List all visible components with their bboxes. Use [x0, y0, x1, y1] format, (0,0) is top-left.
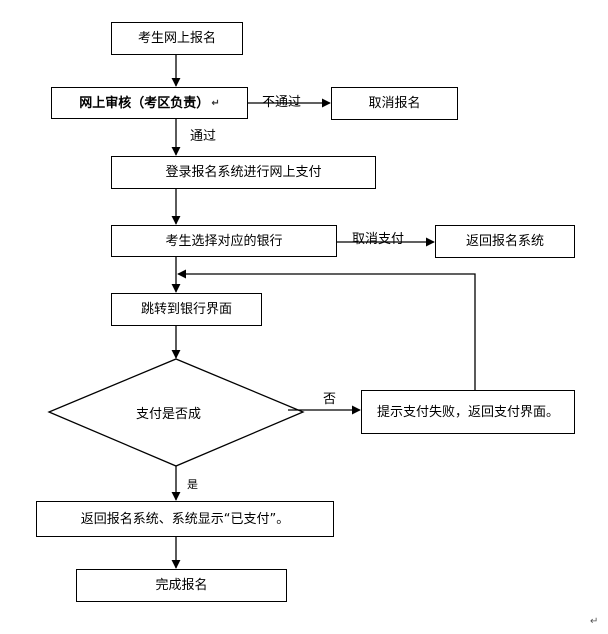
paragraph-mark-page: ↵ [590, 616, 599, 627]
node-pay-fail-label: 提示支付失败，返回支付界面。 [376, 404, 559, 420]
arrow-fail-loop-back [177, 269, 476, 390]
node-login-pay: 登录报名系统进行网上支付 [111, 156, 376, 189]
node-choose-bank-label: 考生选择对应的银行 [165, 233, 283, 249]
node-online-signup: 考生网上报名 [111, 22, 243, 55]
node-review-label: 网上审核（考区负责） [79, 95, 210, 111]
paragraph-mark-review: ↵ [211, 97, 220, 109]
node-pay-fail: 提示支付失败，返回支付界面。 [361, 390, 575, 434]
node-return-system-label: 返回报名系统 [465, 234, 544, 249]
edge-label-yes: 是 [187, 478, 198, 491]
node-choose-bank: 考生选择对应的银行 [111, 225, 337, 257]
node-show-paid-label: 返回报名系统、系统显示“已支付”。 [80, 511, 290, 527]
node-show-paid: 返回报名系统、系统显示“已支付”。 [36, 501, 334, 537]
edge-label-cancel-pay: 取消支付 [352, 232, 405, 247]
edge-label-pass: 通过 [190, 129, 217, 144]
node-done: 完成报名 [76, 569, 287, 602]
node-pay-success-label: 支付是否成 [136, 407, 202, 422]
node-jump-bank: 跳转到银行界面 [111, 293, 262, 326]
edge-label-not-pass: 不通过 [262, 95, 302, 110]
node-return-system: 返回报名系统 [435, 225, 575, 258]
node-cancel-signup-label: 取消报名 [368, 96, 421, 111]
node-login-pay-label: 登录报名系统进行网上支付 [165, 165, 322, 180]
node-online-signup-label: 考生网上报名 [137, 31, 216, 46]
edge-label-no: 否 [323, 392, 337, 407]
node-cancel-signup: 取消报名 [331, 87, 458, 120]
node-jump-bank-label: 跳转到银行界面 [140, 302, 232, 317]
node-done-label: 完成报名 [155, 578, 208, 593]
node-review: 网上审核（考区负责） ↵ [51, 87, 248, 119]
